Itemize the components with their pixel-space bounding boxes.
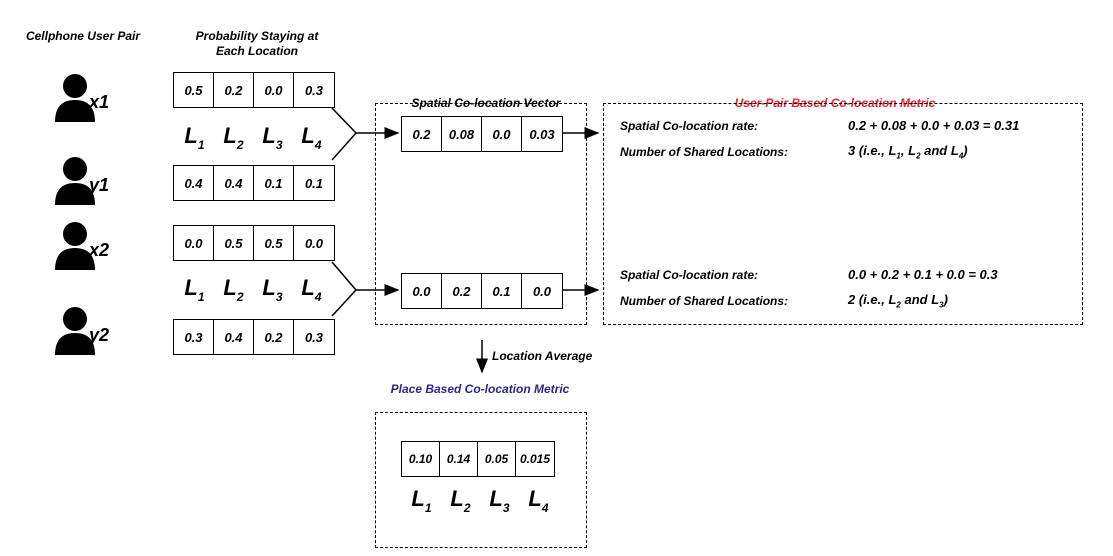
- place-metric-vector: 0.10 0.14 0.05 0.015: [401, 441, 555, 477]
- probability-header: Probability Staying at Each Location: [172, 29, 342, 59]
- user-x1: x1: [53, 72, 109, 127]
- user-label: y2: [89, 325, 110, 345]
- place-metric-header: Place Based Co-location Metric: [390, 382, 570, 396]
- metric1-rate-value: 0.2 + 0.08 + 0.0 + 0.03 = 0.31: [848, 118, 1020, 133]
- user-y2: y2: [53, 305, 109, 360]
- place-cell: 0.05: [478, 442, 516, 476]
- location-labels-pair2: L1 L2 L3 L4: [175, 275, 331, 304]
- prob-cell: 0.0: [304, 235, 324, 251]
- metric2-shared-label: Number of Shared Locations:: [620, 294, 789, 308]
- prob-cell: 0.5: [254, 226, 294, 260]
- location-labels-pair1: L1 L2 L3 L4: [175, 123, 331, 152]
- metric1-shared-value: 3 (i.e., L1, L2 and L4): [848, 143, 968, 161]
- prob-row-y1: 0.4 0.4 0.1 0.1: [173, 165, 335, 201]
- prob-row-x1: 0.5 0.2 0.0 0.3: [173, 72, 335, 108]
- location-average-label: Location Average: [492, 349, 593, 363]
- prob-cell: 0.4: [214, 166, 254, 200]
- prob-cell: 0.2: [254, 320, 294, 354]
- probability-header-line2: Each Location: [215, 44, 298, 58]
- prob-cell: 0.0: [174, 226, 214, 260]
- location-label: L4: [301, 275, 322, 304]
- prob-row-y2: 0.3 0.4 0.2 0.3: [173, 319, 335, 355]
- location-label: L3: [489, 486, 510, 515]
- prob-cell: 0.3: [304, 329, 324, 345]
- vector-cell: 0.2: [402, 117, 442, 151]
- location-label: L4: [301, 123, 322, 152]
- vector-cell: 0.08: [442, 117, 482, 151]
- prob-cell: 0.1: [304, 175, 324, 191]
- user-y1: y1: [53, 155, 109, 210]
- metric2-shared-value: 2 (i.e., L2 and L3): [848, 292, 948, 310]
- prob-cell: 0.5: [174, 73, 214, 107]
- place-metric-group: [375, 412, 587, 548]
- location-label: L1: [184, 123, 205, 152]
- vector-cell: 0.0: [482, 117, 522, 151]
- prob-cell: 0.2: [214, 73, 254, 107]
- vector-cell: 0.0: [532, 283, 552, 299]
- vector-cell: 0.0: [402, 274, 442, 308]
- bracket-pair1: [331, 107, 358, 161]
- user-label: x2: [89, 240, 110, 260]
- spatial-vector-group: [375, 103, 587, 325]
- prob-row-x2: 0.0 0.5 0.5 0.0: [173, 225, 335, 261]
- metric2-rate-value: 0.0 + 0.2 + 0.1 + 0.0 = 0.3: [848, 267, 998, 282]
- prob-cell: 0.5: [214, 226, 254, 260]
- colocation-vector-pair2: 0.0 0.2 0.1 0.0: [401, 273, 563, 309]
- prob-cell: 0.3: [304, 82, 324, 98]
- user-label: y1: [89, 175, 110, 195]
- metric2-rate-label: Spatial Co-location rate:: [620, 268, 759, 282]
- location-label: L2: [450, 486, 471, 515]
- prob-cell: 0.3: [174, 320, 214, 354]
- prob-cell: 0.4: [214, 320, 254, 354]
- prob-cell: 0.1: [254, 166, 294, 200]
- location-label: L1: [184, 275, 205, 304]
- person-icon: [55, 307, 95, 355]
- user-pair-header: Cellphone User Pair: [25, 29, 141, 43]
- location-label: L3: [262, 275, 283, 304]
- location-label: L1: [411, 486, 432, 515]
- location-label: L2: [223, 275, 244, 304]
- bracket-pair2: [331, 261, 358, 317]
- person-icon: [55, 157, 95, 205]
- place-cell: 0.14: [440, 442, 478, 476]
- vector-cell: 0.2: [442, 274, 482, 308]
- place-cell: 0.015: [519, 452, 551, 466]
- metric1-rate-label: Spatial Co-location rate:: [620, 119, 759, 133]
- prob-cell: 0.0: [254, 73, 294, 107]
- vector-cell: 0.03: [529, 126, 555, 142]
- colocation-vector-pair1: 0.2 0.08 0.0 0.03: [401, 116, 563, 152]
- location-label: L3: [262, 123, 283, 152]
- location-label: L4: [528, 486, 549, 515]
- location-labels-place: L1 L2 L3 L4: [402, 486, 558, 515]
- metric1-shared-label: Number of Shared Locations:: [620, 145, 789, 159]
- location-label: L2: [223, 123, 244, 152]
- person-icon: [55, 74, 95, 122]
- probability-header-line1: Probability Staying at: [195, 29, 319, 43]
- place-cell: 0.10: [402, 442, 440, 476]
- prob-cell: 0.4: [174, 166, 214, 200]
- user-x2: x2: [53, 220, 109, 275]
- user-pair-metric-group: [603, 103, 1083, 325]
- user-label: x1: [89, 92, 110, 112]
- person-icon: [55, 222, 95, 270]
- vector-cell: 0.1: [482, 274, 522, 308]
